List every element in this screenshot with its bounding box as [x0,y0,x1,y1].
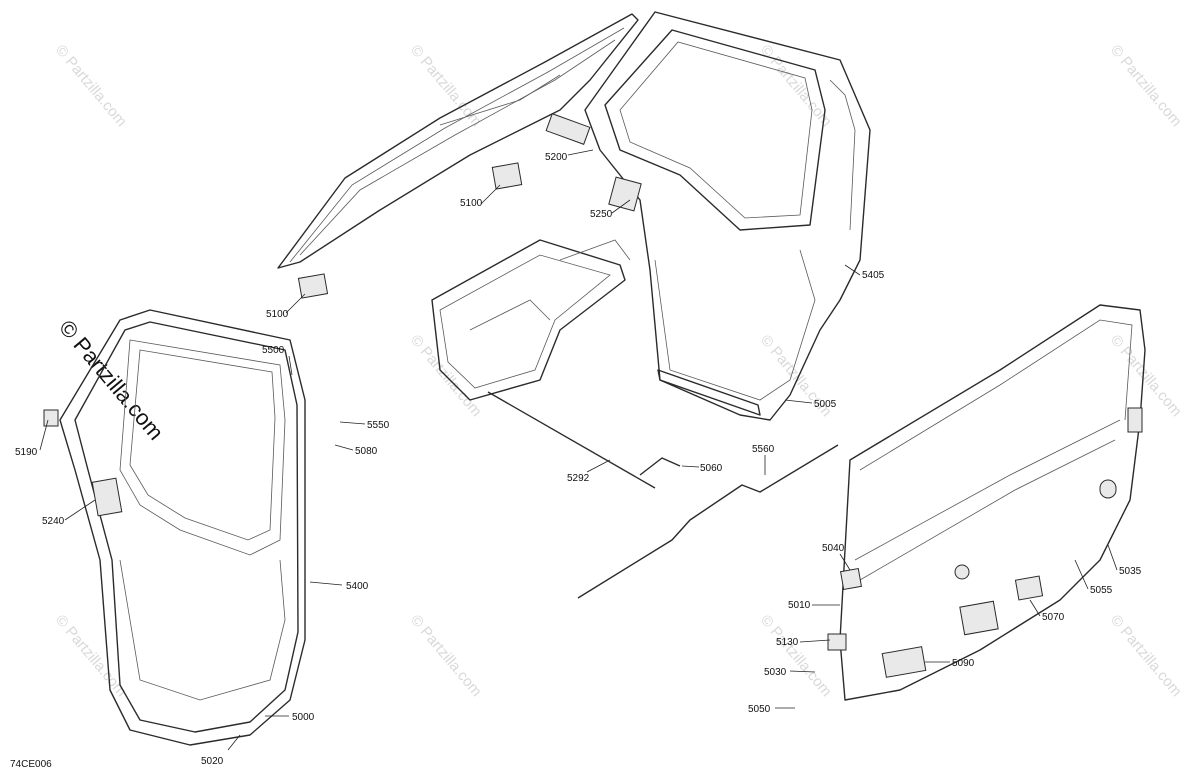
diagram-code: 74CE006 [10,759,52,770]
callout-5070: 5070 [1042,612,1065,623]
upper-door-panel [277,13,639,299]
callout-5190: 5190 [15,447,38,458]
watermark: © Partzilla.com [1107,42,1185,130]
callout-5090: 5090 [952,658,975,669]
callout-5080: 5080 [355,446,378,457]
callout-5400: 5400 [346,581,369,592]
callout-5130: 5130 [776,637,799,648]
watermark: © Partzilla.com [407,42,485,130]
watermark: © Partzilla.com [757,42,835,130]
watermark: © Partzilla.com [757,612,835,700]
leader-lines [39,149,1118,751]
watermark: © Partzilla.com [1107,612,1185,700]
rods [487,391,839,599]
callout-5010: 5010 [788,600,811,611]
watermark: © Partzilla.com [407,612,485,700]
callout-5292: 5292 [567,473,590,484]
watermark-group: © Partzilla.com © Partzilla.com © Partzi… [52,42,1185,700]
right-door-frame [545,11,871,421]
callout-5040: 5040 [822,543,845,554]
callout-5200: 5200 [545,152,568,163]
callout-5060: 5060 [700,463,723,474]
callout-5405: 5405 [862,270,885,281]
callout-5250: 5250 [590,209,613,220]
callout-5050: 5050 [748,704,771,715]
callout-5500: 5500 [262,345,285,356]
callout-5030: 5030 [764,667,787,678]
callout-5000: 5000 [292,712,315,723]
callout-5020: 5020 [201,756,224,767]
left-door-frame [43,309,306,746]
rear-panel [827,304,1146,701]
callout-5005: 5005 [814,399,837,410]
center-box-assembly [431,239,631,401]
callout-5240: 5240 [42,516,65,527]
watermark: © Partzilla.com [1107,332,1185,420]
callout-5055: 5055 [1090,585,1113,596]
watermark: © Partzilla.com [52,42,130,130]
callout-5550: 5550 [367,420,390,431]
callout-labels: 5100 5100 5200 5250 5405 5500 5550 5080 … [15,152,1142,767]
callout-5100: 5100 [460,198,483,209]
callout-5035: 5035 [1119,566,1142,577]
callout-5560: 5560 [752,444,775,455]
callout-5100: 5100 [266,309,289,320]
